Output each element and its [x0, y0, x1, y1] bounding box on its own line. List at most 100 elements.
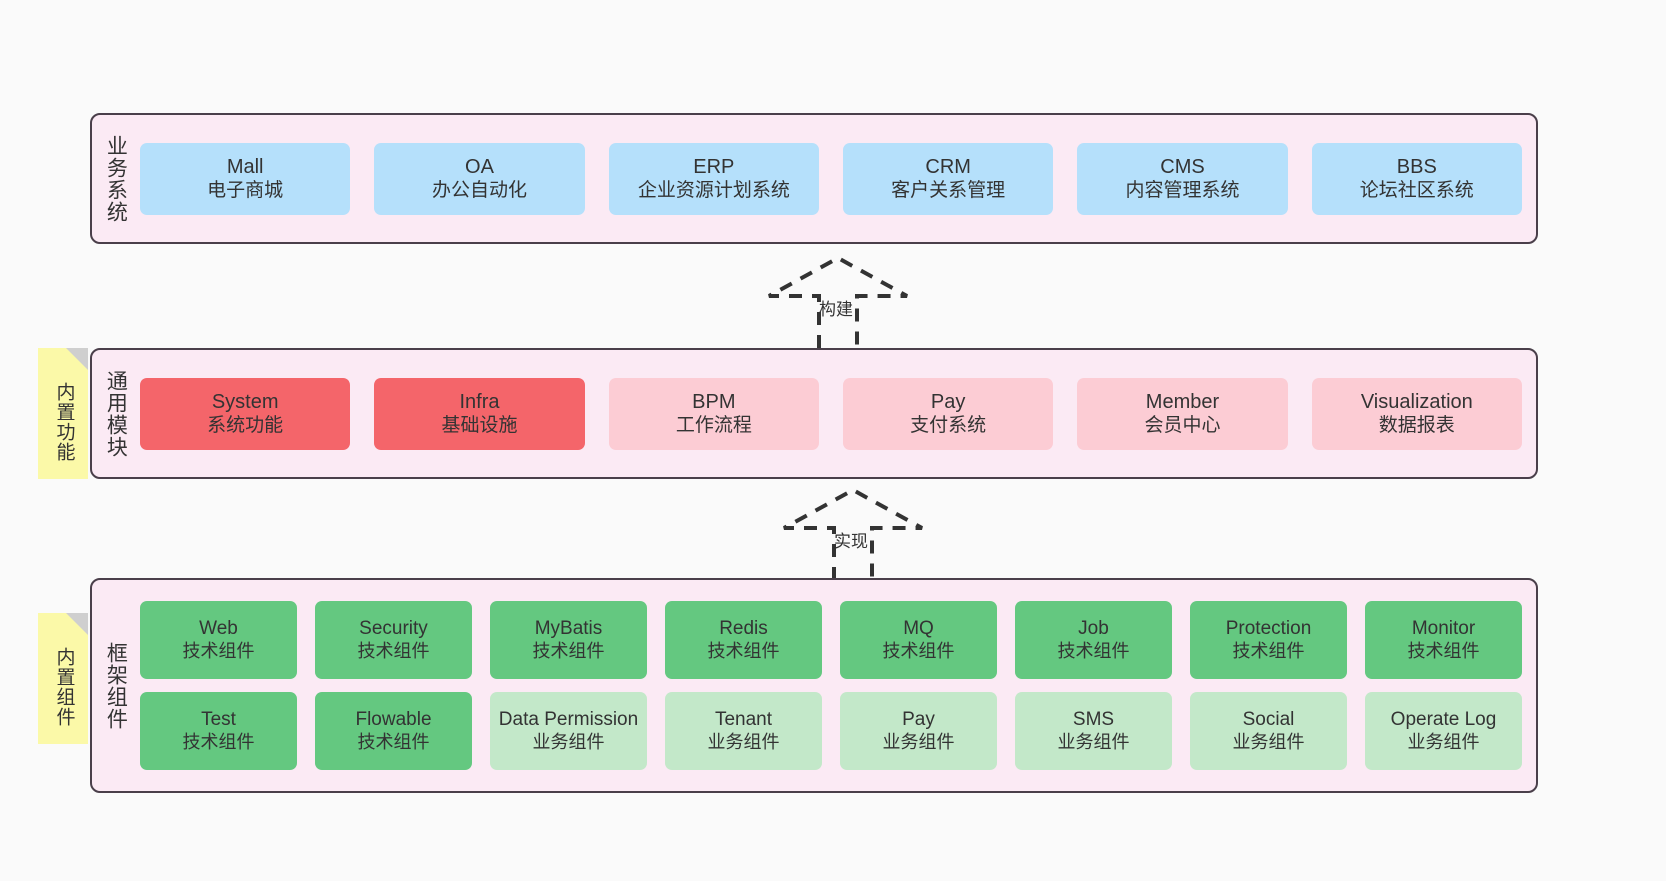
- card-title: Pay: [930, 390, 966, 413]
- card-security[interactable]: Security 技术组件: [315, 601, 472, 679]
- layer-title-framework-components: 框架组件: [104, 641, 128, 730]
- card-subtitle: 技术组件: [882, 640, 955, 661]
- card-title: Mall: [226, 155, 264, 178]
- card-title: Operate Log: [1390, 709, 1497, 731]
- layer-body-business-systems: Mall 电子商城 OA 办公自动化 ERP 企业资源计划系统 CRM 客户关系…: [138, 115, 1536, 242]
- card-subtitle: 基础设施: [441, 415, 518, 437]
- card-title: Tenant: [714, 709, 773, 731]
- layer-body-framework-components: Web 技术组件 Security 技术组件 MyBatis 技术组件 Redi…: [138, 580, 1536, 791]
- dashed-arrow-up-icon: [783, 487, 923, 580]
- card-visualization[interactable]: Visualization 数据报表: [1311, 377, 1522, 450]
- card-pay-business[interactable]: Pay 业务组件: [840, 692, 997, 770]
- card-title: Data Permission: [498, 709, 639, 731]
- card-title: Pay: [902, 709, 935, 731]
- card-title: Social: [1242, 709, 1295, 731]
- card-cms[interactable]: CMS 内容管理系统: [1077, 142, 1288, 215]
- card-subtitle: 技术组件: [532, 640, 605, 661]
- card-subtitle: 论坛社区系统: [1359, 180, 1474, 202]
- card-subtitle: 技术组件: [357, 640, 430, 661]
- card-row: Mall 电子商城 OA 办公自动化 ERP 企业资源计划系统 CRM 客户关系…: [140, 142, 1522, 215]
- card-title: OA: [465, 155, 494, 178]
- card-crm[interactable]: CRM 客户关系管理: [842, 142, 1054, 215]
- connector-implement: 实现: [778, 487, 928, 580]
- card-title: BPM: [692, 390, 736, 413]
- card-member[interactable]: Member 会员中心: [1077, 377, 1288, 450]
- page-fold-icon: [66, 613, 88, 635]
- card-title: SMS: [1072, 709, 1115, 731]
- card-title: Member: [1145, 390, 1220, 413]
- card-title: ERP: [693, 155, 735, 178]
- connector-label-build: 构建: [819, 300, 853, 319]
- card-web[interactable]: Web 技术组件: [140, 601, 297, 679]
- card-subtitle: 会员中心: [1144, 415, 1221, 437]
- card-subtitle: 内容管理系统: [1125, 180, 1240, 202]
- card-data-permission[interactable]: Data Permission 业务组件: [490, 692, 647, 770]
- note-built-in-functions: 内置功能: [38, 348, 88, 479]
- card-subtitle: 技术组件: [707, 640, 780, 661]
- card-redis[interactable]: Redis 技术组件: [665, 601, 822, 679]
- layer-business-systems: 业务系统 Mall 电子商城 OA 办公自动化 ERP 企业资源计划系统 CRM…: [90, 113, 1538, 244]
- connector-build: 构建: [763, 255, 913, 348]
- layer-framework-components: 框架组件 Web 技术组件 Security 技术组件 MyBatis 技术组件…: [90, 578, 1538, 793]
- card-subtitle: 业务组件: [532, 731, 605, 752]
- card-title: Redis: [719, 618, 768, 640]
- card-title: Test: [201, 709, 236, 731]
- card-erp[interactable]: ERP 企业资源计划系统: [608, 142, 819, 215]
- card-subtitle: 业务组件: [1232, 731, 1305, 752]
- note-label: 内置功能: [53, 381, 75, 462]
- card-bbs[interactable]: BBS 论坛社区系统: [1311, 142, 1522, 215]
- card-job[interactable]: Job 技术组件: [1015, 601, 1172, 679]
- card-mq[interactable]: MQ 技术组件: [840, 601, 997, 679]
- layer-title-common-modules: 通用模块: [104, 369, 128, 458]
- card-mybatis[interactable]: MyBatis 技术组件: [490, 601, 647, 679]
- card-title: Protection: [1225, 618, 1312, 640]
- card-flowable[interactable]: Flowable 技术组件: [315, 692, 472, 770]
- card-bpm[interactable]: BPM 工作流程: [608, 377, 819, 450]
- card-subtitle: 技术组件: [1057, 640, 1130, 661]
- card-sms[interactable]: SMS 业务组件: [1015, 692, 1172, 770]
- card-subtitle: 技术组件: [182, 640, 255, 661]
- card-tenant[interactable]: Tenant 业务组件: [665, 692, 822, 770]
- card-system[interactable]: System 系统功能: [140, 377, 351, 450]
- card-subtitle: 系统功能: [207, 415, 284, 437]
- dashed-arrow-up-icon: [768, 255, 908, 348]
- card-title: Web: [199, 618, 238, 640]
- card-operate-log[interactable]: Operate Log 业务组件: [1365, 692, 1522, 770]
- card-row: Test 技术组件 Flowable 技术组件 Data Permission …: [140, 692, 1522, 770]
- card-subtitle: 电子商城: [207, 180, 284, 202]
- card-subtitle: 工作流程: [675, 415, 752, 437]
- card-infra[interactable]: Infra 基础设施: [374, 377, 585, 450]
- card-subtitle: 办公自动化: [431, 180, 527, 202]
- card-title: Job: [1078, 618, 1109, 640]
- card-title: MyBatis: [534, 618, 603, 640]
- card-protection[interactable]: Protection 技术组件: [1190, 601, 1347, 679]
- note-label: 内置组件: [53, 646, 75, 727]
- card-pay[interactable]: Pay 支付系统: [842, 377, 1054, 450]
- card-title: CMS: [1160, 155, 1205, 178]
- card-subtitle: 业务组件: [882, 731, 955, 752]
- connector-label-implement: 实现: [834, 532, 868, 551]
- card-subtitle: 业务组件: [1057, 731, 1130, 752]
- card-subtitle: 业务组件: [707, 731, 780, 752]
- card-subtitle: 支付系统: [910, 415, 987, 437]
- card-monitor[interactable]: Monitor 技术组件: [1365, 601, 1522, 679]
- card-title: MQ: [903, 618, 934, 640]
- card-oa[interactable]: OA 办公自动化: [374, 142, 585, 215]
- card-subtitle: 企业资源计划系统: [637, 180, 790, 202]
- card-title: Visualization: [1360, 390, 1473, 413]
- note-built-in-components: 内置组件: [38, 613, 88, 744]
- card-social[interactable]: Social 业务组件: [1190, 692, 1347, 770]
- card-mall[interactable]: Mall 电子商城: [140, 142, 351, 215]
- card-subtitle: 技术组件: [1407, 640, 1480, 661]
- card-title: Flowable: [355, 709, 432, 731]
- card-subtitle: 技术组件: [1232, 640, 1305, 661]
- page-fold-icon: [66, 348, 88, 370]
- layer-title-business-systems: 业务系统: [104, 134, 128, 223]
- card-title: BBS: [1396, 155, 1437, 178]
- card-subtitle: 业务组件: [1407, 731, 1480, 752]
- card-title: Monitor: [1411, 618, 1476, 640]
- card-test[interactable]: Test 技术组件: [140, 692, 297, 770]
- card-subtitle: 技术组件: [182, 731, 255, 752]
- card-subtitle: 客户关系管理: [891, 180, 1006, 202]
